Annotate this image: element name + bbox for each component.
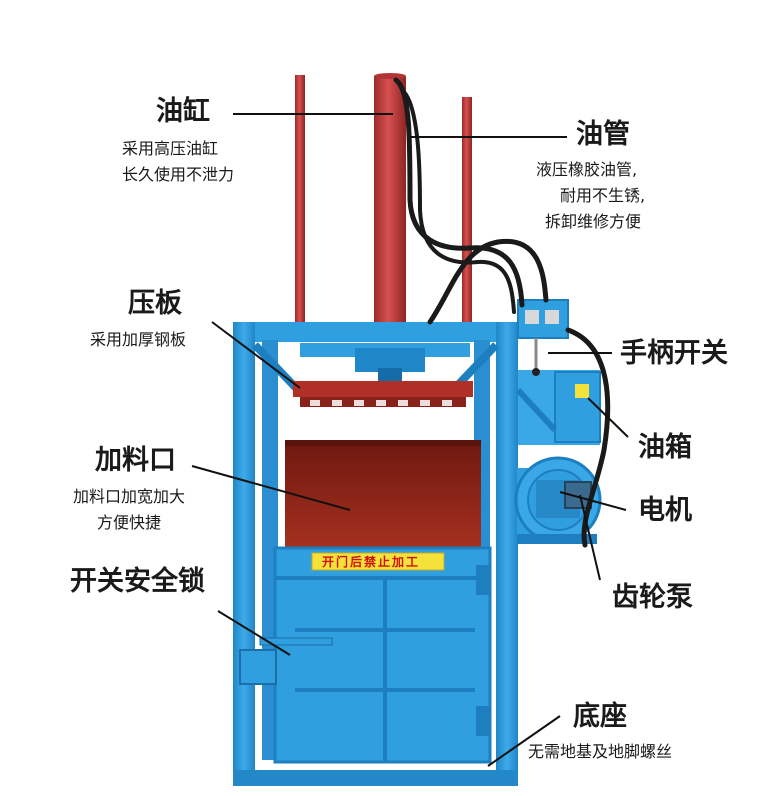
label-oil-pipe-desc-1: 液压橡胶油管,	[536, 160, 638, 179]
guide-rod-left	[295, 75, 305, 325]
label-oil-tank-title: 油箱	[638, 432, 692, 463]
guide-rod-right	[462, 97, 472, 325]
leader-motor	[559, 491, 627, 511]
label-cylinder-desc-2: 长久使用不泄力	[122, 165, 235, 184]
leader-feed-opening	[191, 465, 351, 511]
warning-sign	[311, 552, 445, 571]
warning-sign-text: 开门后禁止加工	[322, 555, 421, 569]
label-feed-opening-desc-2: 方便快捷	[97, 513, 162, 532]
label-press-plate-title: 压板	[128, 288, 182, 319]
label-oil-pipe-desc-2: 耐用不生锈,	[560, 186, 646, 205]
label-base-title: 底座	[573, 701, 627, 732]
safety-lock	[239, 637, 333, 685]
label-cylinder-title: 油缸	[156, 96, 210, 127]
oil-cylinder	[374, 76, 406, 328]
label-gear-pump-title: 齿轮泵	[612, 582, 693, 613]
handle-switch	[517, 299, 569, 376]
motor-base	[517, 534, 597, 544]
label-base-desc: 无需地基及地脚螺丝	[528, 742, 673, 761]
label-oil-pipe-title: 油管	[576, 119, 630, 150]
label-press-plate-desc: 采用加厚钢板	[90, 330, 187, 349]
oil-tank	[515, 370, 601, 445]
leader-base	[487, 715, 561, 767]
label-handle-switch-title: 手柄开关	[620, 338, 728, 369]
leader-press-plate	[211, 321, 301, 389]
press-plate	[293, 381, 473, 407]
leader-oil-tank	[587, 397, 629, 438]
oil-cylinder-top	[374, 73, 406, 79]
label-safety-lock-title: 开关安全锁	[70, 566, 205, 597]
door	[273, 546, 492, 764]
feed-opening	[285, 440, 481, 548]
label-feed-opening-desc-1: 加料口加宽加大	[73, 487, 186, 506]
leader-safety-lock	[217, 610, 291, 656]
label-motor-title: 电机	[638, 495, 692, 526]
leader-gear-pump	[579, 494, 601, 581]
label-feed-opening-title: 加料口	[95, 445, 176, 476]
label-cylinder-desc-1: 采用高压油缸	[122, 139, 219, 158]
label-oil-pipe-desc-3: 拆卸维修方便	[545, 212, 642, 231]
